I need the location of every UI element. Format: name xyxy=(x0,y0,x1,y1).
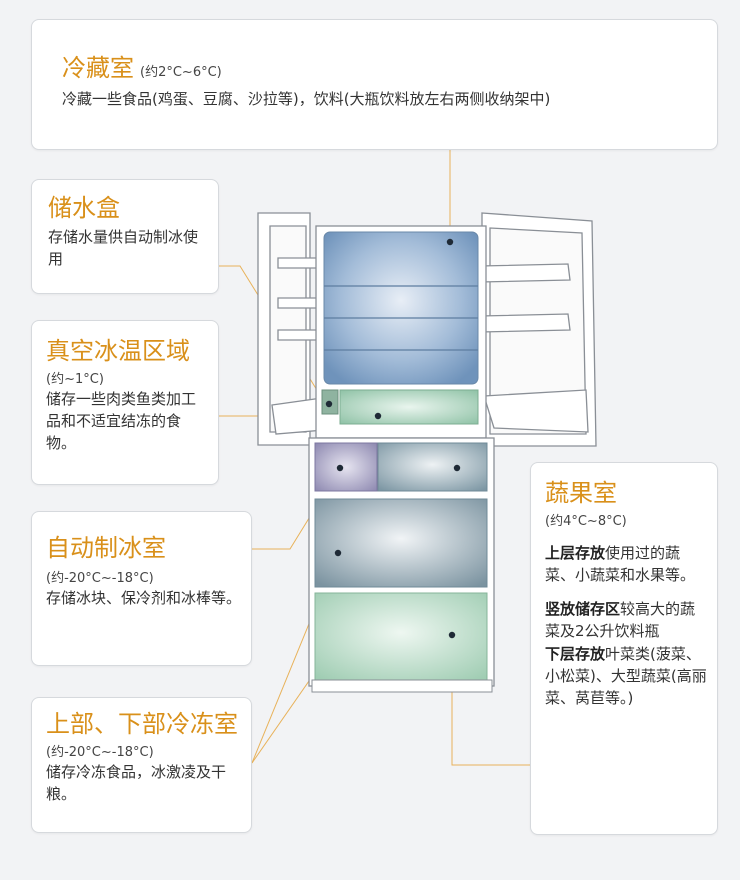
vegetable-compartment xyxy=(314,592,488,682)
ice-room-desc: 存储冰块、保冷剂和冰棒等。 xyxy=(46,589,242,608)
freezer-room-temp: (约-20°C~-18°C) xyxy=(46,744,154,760)
vegetable-dot xyxy=(448,631,456,639)
upper-freezer-dot xyxy=(453,464,461,472)
fridge-room-card: 冷藏室 (约2°C~6°C) 冷藏一些食品(鸡蛋、豆腐、沙拉等)，饮料(大瓶饮料放… xyxy=(31,19,718,150)
ice-room-title: 自动制冰室 xyxy=(46,534,166,562)
vegetable-lower-paragraph: 下层存放叶菜类(菠菜、小松菜)、大型蔬菜(高丽菜、莴苣等。) xyxy=(545,644,707,709)
water-box-desc: 存储水量供自动制冰使用 xyxy=(48,227,199,268)
fridge-dot xyxy=(446,238,454,246)
vegetable-vertical-paragraph: 竖放储存区较高大的蔬菜及2公升饮料瓶 xyxy=(545,599,707,643)
ice-dot xyxy=(336,464,344,472)
fridge-room-desc: 冷藏一些食品(鸡蛋、豆腐、沙拉等)，饮料(大瓶饮料放左右两侧收纳架中) xyxy=(62,89,551,108)
vacuum-zone-desc: 储存一些肉类鱼类加工品和不适宜结冻的食物。 xyxy=(46,390,197,452)
vegetable-upper-text: 使用过的蔬菜、小蔬菜和水果等。 xyxy=(545,544,696,585)
vacuum-zone-temp: (约~1°C) xyxy=(46,371,104,387)
marker-dots xyxy=(325,238,461,639)
upper-freezer-top xyxy=(377,442,488,492)
lower-freezer-compartment xyxy=(314,498,488,588)
vegetable-upper-label: 上层存放 xyxy=(545,544,606,563)
right-door xyxy=(479,212,597,447)
vegetable-vertical-label: 竖放储存区 xyxy=(545,599,621,618)
ice-compartment xyxy=(314,442,378,492)
vegetable-vertical-text: 较高大的蔬菜及2公升饮料瓶 xyxy=(545,599,696,640)
vegetable-room-title: 蔬果室 xyxy=(545,479,617,507)
freezer-room-desc: 储存冷冻食品，冰激凌及干粮。 xyxy=(46,763,227,804)
fridge-compartment xyxy=(323,231,479,385)
vacuum-chill-compartment xyxy=(339,389,479,425)
ice-room-card: 自动制冰室 (约-20°C~-18°C) 存储冰块、保冷剂和冰棒等。 xyxy=(31,511,252,666)
fridge-room-title: 冷藏室 xyxy=(62,54,134,82)
lower-freezer-dot xyxy=(334,549,342,557)
vacuum-zone-card: 真空冰温区域 (约~1°C) 储存一些肉类鱼类加工品和不适宜结冻的食物。 xyxy=(31,320,219,485)
water-box-card: 储水盒 存储水量供自动制冰使用 xyxy=(31,179,219,294)
vegetable-lower-text: 叶菜类(菠菜、小松菜)、大型蔬菜(高丽菜、莴苣等。) xyxy=(545,645,707,707)
ice-room-temp: (约-20°C~-18°C) xyxy=(46,570,154,586)
water-box-dot xyxy=(325,400,333,408)
vegetable-room-temp: (约4°C~8°C) xyxy=(545,513,627,529)
vacuum-dot xyxy=(374,412,382,420)
freezer-body xyxy=(308,437,495,693)
left-door xyxy=(257,212,325,446)
fridge-cabinet xyxy=(315,225,487,439)
freezer-room-card: 上部、下部冷冻室 (约-20°C~-18°C) 储存冷冻食品，冰激凌及干粮。 xyxy=(31,697,252,833)
vegetable-room-card: 蔬果室 (约4°C~8°C) 上层存放使用过的蔬菜、小蔬菜和水果等。 竖放储存区… xyxy=(530,462,718,835)
vacuum-zone-title: 真空冰温区域 xyxy=(46,337,190,365)
vegetable-lower-label: 下层存放 xyxy=(545,645,606,664)
water-box-title: 储水盒 xyxy=(48,194,120,222)
vegetable-upper-paragraph: 上层存放使用过的蔬菜、小蔬菜和水果等。 xyxy=(545,543,707,587)
freezer-room-title: 上部、下部冷冻室 xyxy=(46,710,238,738)
fridge-room-temp: (约2°C~6°C) xyxy=(140,65,222,80)
